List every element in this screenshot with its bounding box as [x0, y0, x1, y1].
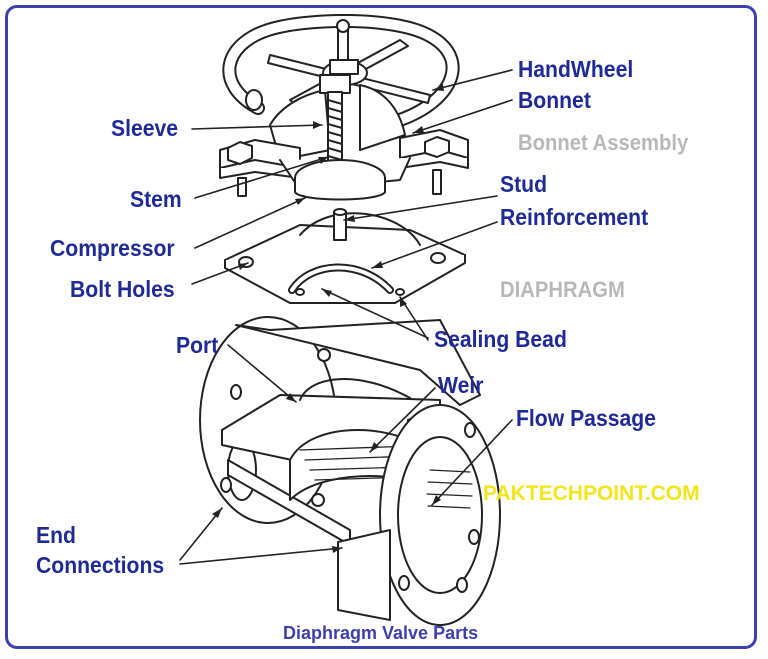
label-bonnet: Bonnet [518, 87, 591, 113]
label-handwheel: HandWheel [518, 56, 634, 82]
label-weir: Weir [438, 372, 484, 398]
leader-lines [179, 69, 513, 565]
label-sealing-bead: Sealing Bead [434, 326, 567, 352]
frame-border [5, 5, 757, 649]
label-connections: Connections [36, 552, 165, 578]
stem-shape [294, 74, 386, 201]
handwheel-shape [222, 14, 460, 137]
label-port: Port [176, 332, 219, 358]
label-sleeve: Sleeve [111, 115, 179, 141]
watermark-text: PAKTECHPOINT.COM [483, 482, 700, 505]
label-stud: Stud [500, 171, 548, 197]
leader-arrowheads [212, 84, 444, 553]
label-compressor: Compressor [50, 235, 175, 261]
label-diaphragm: DIAPHRAGM [500, 277, 625, 302]
label-end: End [36, 522, 76, 548]
label-bolt-holes: Bolt Holes [70, 276, 175, 302]
valve-body-shape [199, 316, 501, 626]
label-flow-passage: Flow Passage [516, 405, 656, 431]
diagram-caption: Diaphragm Valve Parts [283, 623, 479, 643]
label-reinforcement: Reinforcement [500, 204, 649, 230]
label-stem: Stem [130, 186, 182, 212]
diaphragm-shape [224, 208, 466, 304]
label-bonnet-assembly: Bonnet Assembly [518, 130, 689, 155]
